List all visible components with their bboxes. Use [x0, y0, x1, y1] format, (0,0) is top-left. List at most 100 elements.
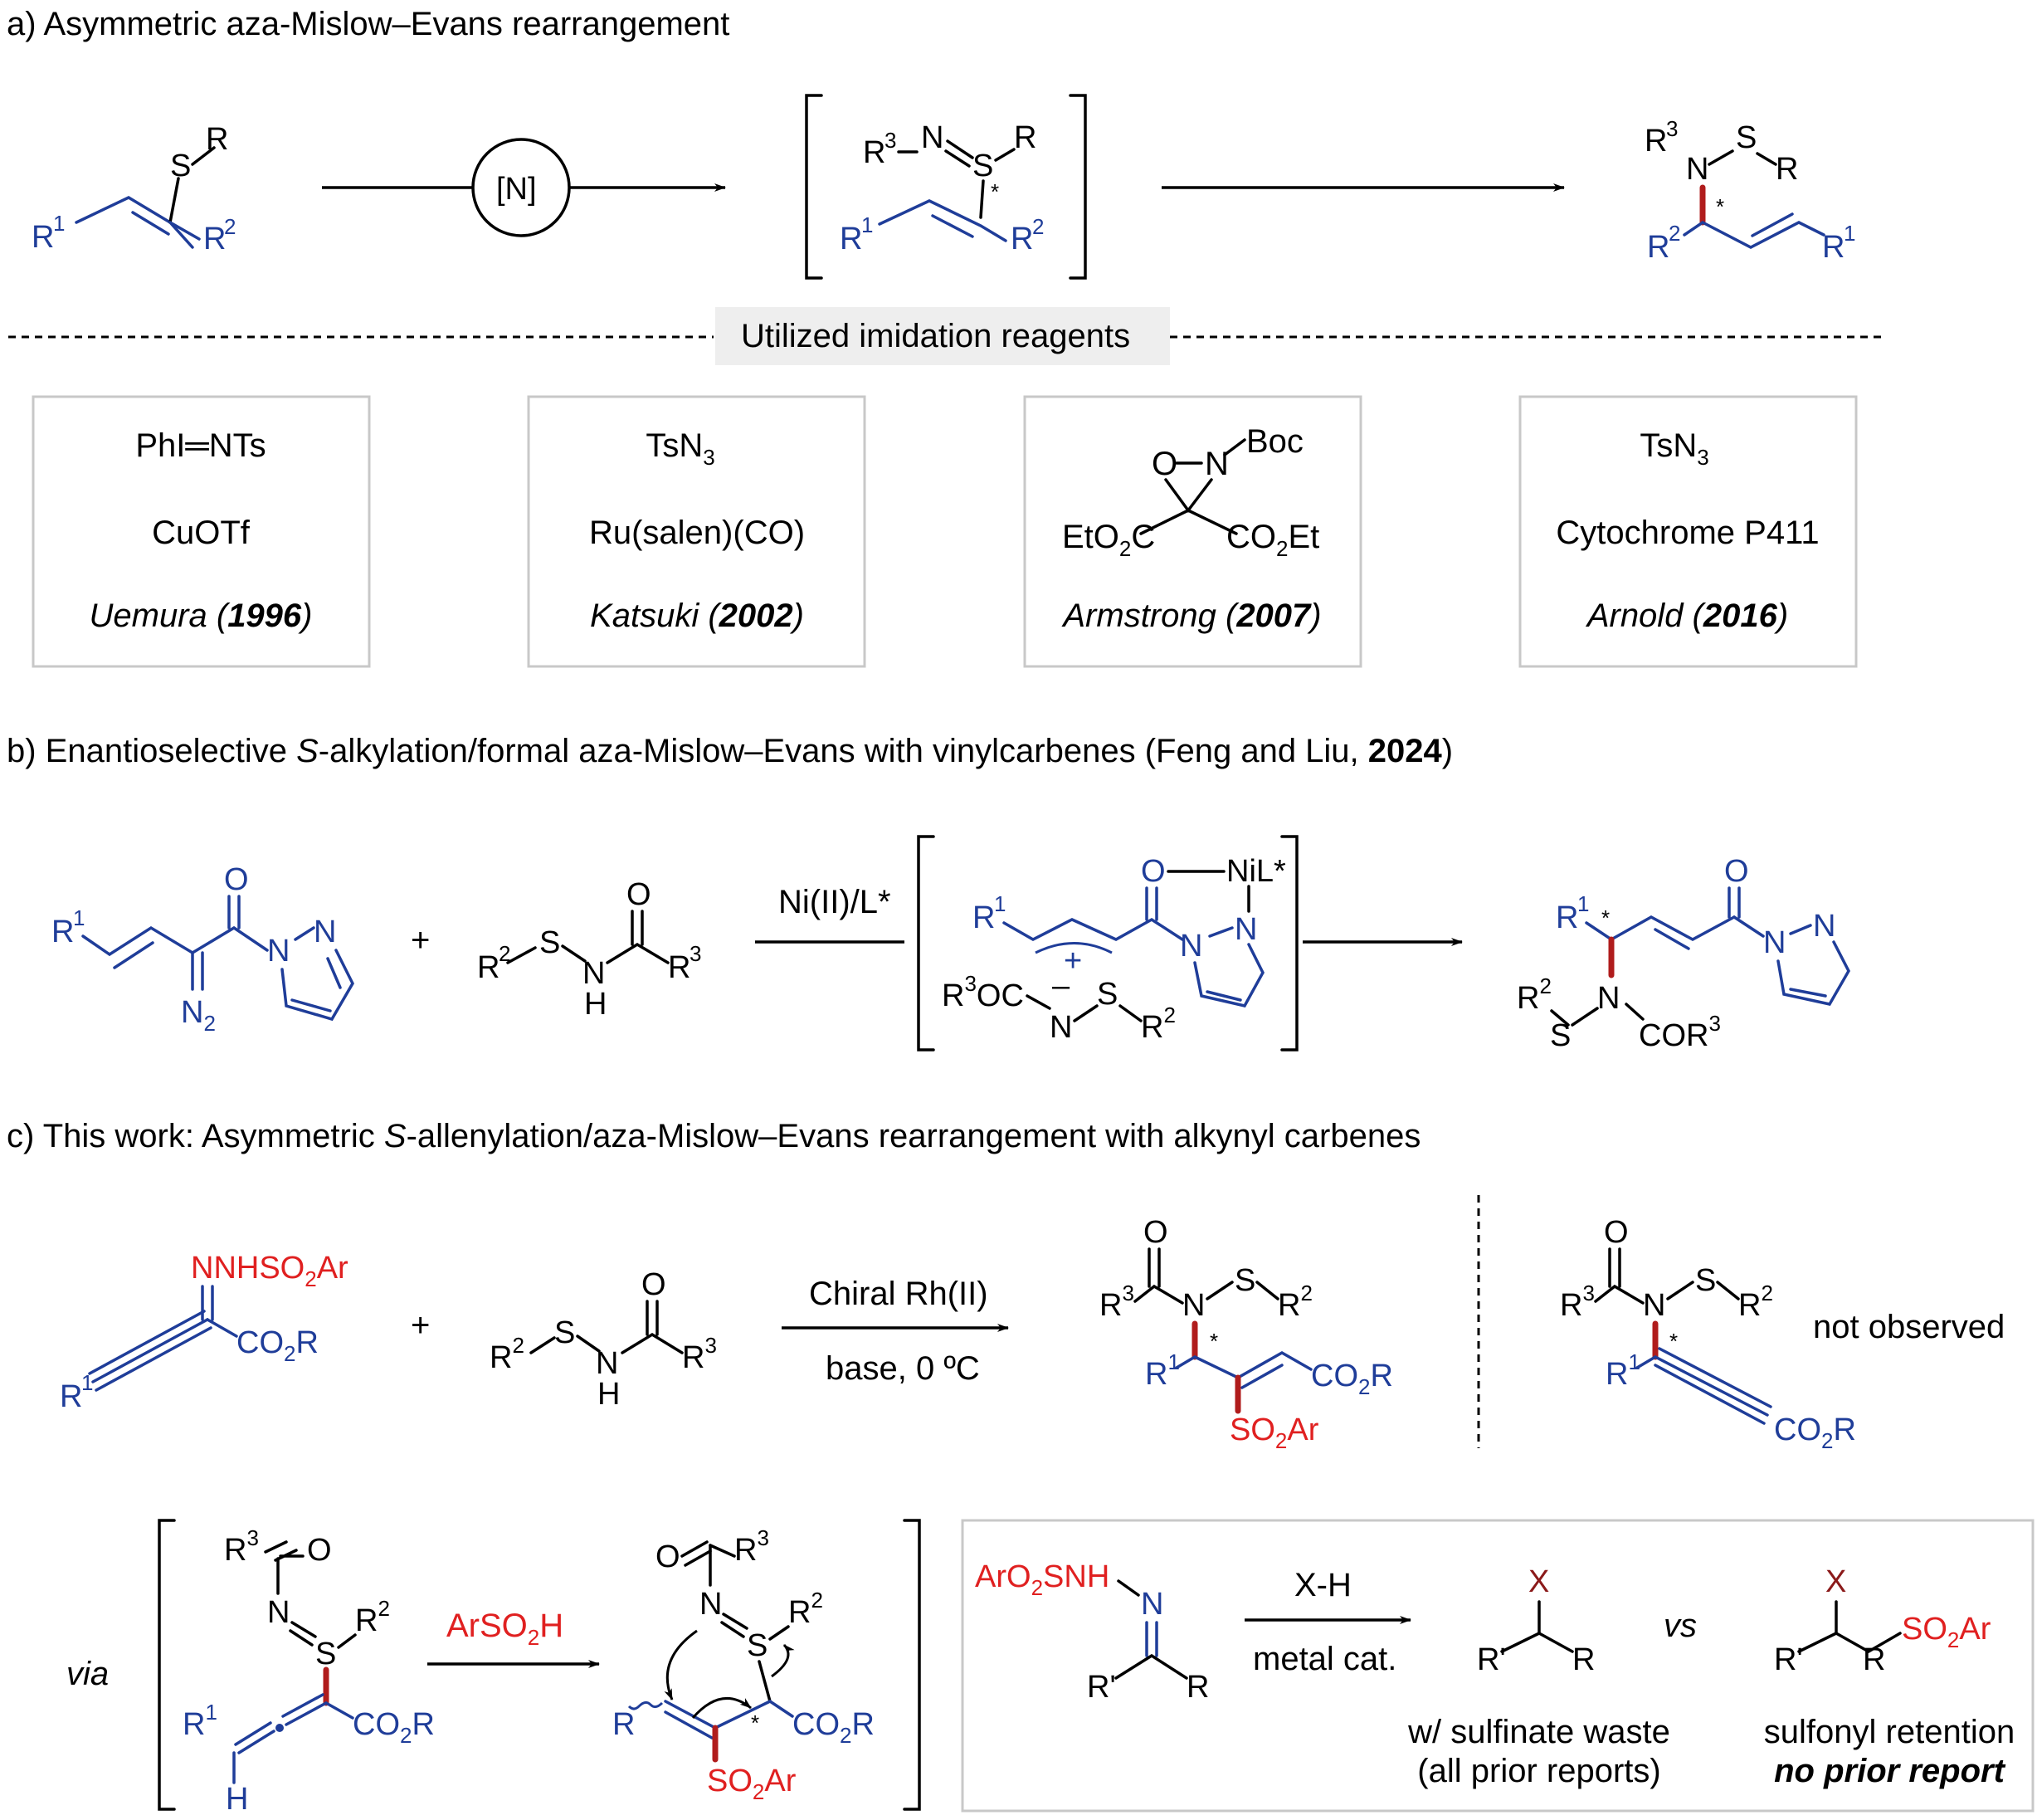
box-caption-1b: (all prior reports) [1417, 1753, 1660, 1789]
ester-right: CO2Et [1226, 519, 1319, 561]
allyl-sulfide-reactant: S R R 1 R 2 [32, 122, 236, 256]
stereo-star-c: * [1210, 1329, 1218, 1354]
via2-r3: R3 [734, 1525, 769, 1568]
r1-label-3: R [1822, 230, 1845, 265]
ion-carbonyl-o: O [1141, 854, 1166, 889]
box-rp: R' [1087, 1670, 1116, 1705]
condition-ni: Ni(II)/L* [778, 884, 891, 920]
reagent-box-uemura: PhI═NTs CuOTf Uemura (1996) [32, 395, 371, 668]
r2-label-3: R [1647, 230, 1669, 265]
r1-sup: 1 [53, 211, 65, 236]
propargyl-not-observed-product: O R3 N S R2 * R1 CO2R [1560, 1215, 1856, 1453]
anion-charge: – [1052, 969, 1070, 1003]
ion-pyrazole-n1: N [1180, 929, 1202, 964]
prod-c-r2: R2 [1278, 1281, 1313, 1323]
via2-r: R [612, 1707, 635, 1742]
panel-b-title: b) Enantioselective S-alkylation/formal … [7, 733, 1453, 769]
prod-c-sulfonyl: SO2Ar [1230, 1413, 1319, 1453]
via2-r2: R2 [788, 1588, 823, 1630]
sulfenamide-n: N [582, 956, 605, 991]
reagent-box-arnold: TsN3 Cytochrome P411 Arnold (2016) [1518, 395, 1858, 668]
r2-sulf-c: R2 [490, 1333, 524, 1375]
allenyl-sulfilimine-intermediate: R3 O N S R2 CO2R R1 H [158, 1519, 435, 1817]
reagent-box-armstrong: O N Boc EtO2C CO2Et Armstrong (2007) [1023, 395, 1362, 668]
via1-r1: R1 [183, 1700, 217, 1742]
via1-ester: CO2R [353, 1707, 435, 1748]
via1-r2: R2 [355, 1596, 390, 1638]
sulf-c-n: N [596, 1346, 618, 1381]
not-observed-label: not observed [1813, 1309, 2005, 1345]
via1-n: N [267, 1595, 290, 1630]
sulfonyl-sulfilimine-intermediate: O R3 N S R2 * CO2R R SO2Ar [612, 1519, 921, 1811]
diazo-n2: N2 [181, 995, 216, 1036]
oxaziridine-o: O [1152, 446, 1177, 482]
boc-group: Boc [1246, 423, 1304, 460]
reagent-4-citation: Arnold (2016) [1586, 598, 1788, 634]
prod-c-s: S [1235, 1263, 1255, 1298]
r2-sup-3: 2 [1669, 221, 1680, 246]
via2-n: N [699, 1587, 722, 1622]
stereo-star-via: * [751, 1710, 759, 1735]
reagent-2-line2: Ru(salen)(CO) [589, 515, 805, 551]
box-reactant: ArO2SNH [975, 1559, 1109, 1600]
reagent-4-line1: TsN3 [1640, 427, 1708, 470]
r3-label: R [863, 135, 885, 170]
allylic-sulfenamide-product: R 3 N S R * R 2 R 1 [1645, 116, 1855, 265]
r1-sup-3: 1 [1844, 221, 1855, 246]
sulfenamide-s: S [539, 925, 560, 960]
reagent-1-citation: Uemura (1996) [89, 598, 312, 634]
nickel-complex: NiL* [1226, 854, 1286, 889]
stereo-star-no: * [1669, 1329, 1678, 1354]
ester-c: CO2R [236, 1325, 319, 1366]
box-caption-2a: sulfonyl retention [1764, 1714, 2015, 1750]
amide-o: O [626, 877, 651, 912]
prod-n-b: N [1597, 981, 1620, 1016]
reagent-1-line1: PhI═NTs [135, 427, 266, 464]
reagent-3-citation: Armstrong (2007) [1061, 598, 1321, 634]
prod-pyrazole-n1: N [1763, 925, 1786, 960]
stereo-star-b: * [1601, 905, 1610, 930]
no-c-r1: R1 [1606, 1349, 1640, 1392]
r-label-3: R [1776, 152, 1798, 187]
r1-sup-2: 1 [861, 212, 873, 237]
r3-sulf-c: R3 [682, 1333, 717, 1375]
prod-c-r1: R1 [1145, 1349, 1180, 1392]
r2-label-2: R [1011, 222, 1033, 256]
no-c-s: S [1695, 1263, 1716, 1298]
sulfilimine-intermediate: R 3 N S R * R 1 R 2 [805, 94, 1087, 280]
r1-label: R [32, 220, 54, 255]
r2-sup-2: 2 [1032, 214, 1044, 239]
acyl-r3oc: R3OC [942, 971, 1024, 1013]
r2-sulfenamide-sup: 2 [499, 941, 510, 966]
sulfur-atom-2: S [972, 149, 993, 183]
imidation-arrow: [N] [322, 138, 726, 237]
box-caption-1a: w/ sulfinate waste [1407, 1714, 1670, 1750]
carbonyl-o: O [224, 862, 249, 897]
prod-cor3: COR3 [1639, 1011, 1721, 1053]
ester-left: EtO2C [1062, 519, 1155, 561]
r2-sup: 2 [224, 214, 236, 239]
r3-sup-3: 3 [1666, 116, 1678, 141]
no-c-o: O [1604, 1215, 1629, 1250]
panel-c-title: c) This work: Asymmetric S-allenylation/… [7, 1118, 1421, 1154]
r2-sulfenamide: R [477, 950, 500, 985]
prod-pyrazole-n2: N [1813, 909, 1835, 944]
box-rp-2: R' [1774, 1642, 1803, 1677]
oxaziridine-n: N [1205, 446, 1229, 482]
hydrazone-label: NNHSO2Ar [191, 1251, 348, 1291]
prod-carbonyl-o: O [1724, 854, 1749, 889]
via-label: via [66, 1656, 109, 1692]
via2-o: O [655, 1539, 680, 1574]
via1-s: S [315, 1637, 336, 1671]
prod-s-b: S [1550, 1018, 1571, 1053]
plus-b: + [411, 922, 430, 959]
pyrazole-n1: N [267, 934, 290, 969]
via1-h: H [226, 1782, 248, 1817]
box-r: R [1187, 1670, 1209, 1705]
r1-label-2: R [840, 222, 862, 256]
anion-n: N [1050, 1010, 1072, 1045]
via1-r3: R3 [224, 1525, 259, 1568]
reagent-box-katsuki: TsN3 Ru(salen)(CO) Katsuki (2002) [527, 395, 866, 668]
box-x-2: X [1825, 1564, 1846, 1599]
